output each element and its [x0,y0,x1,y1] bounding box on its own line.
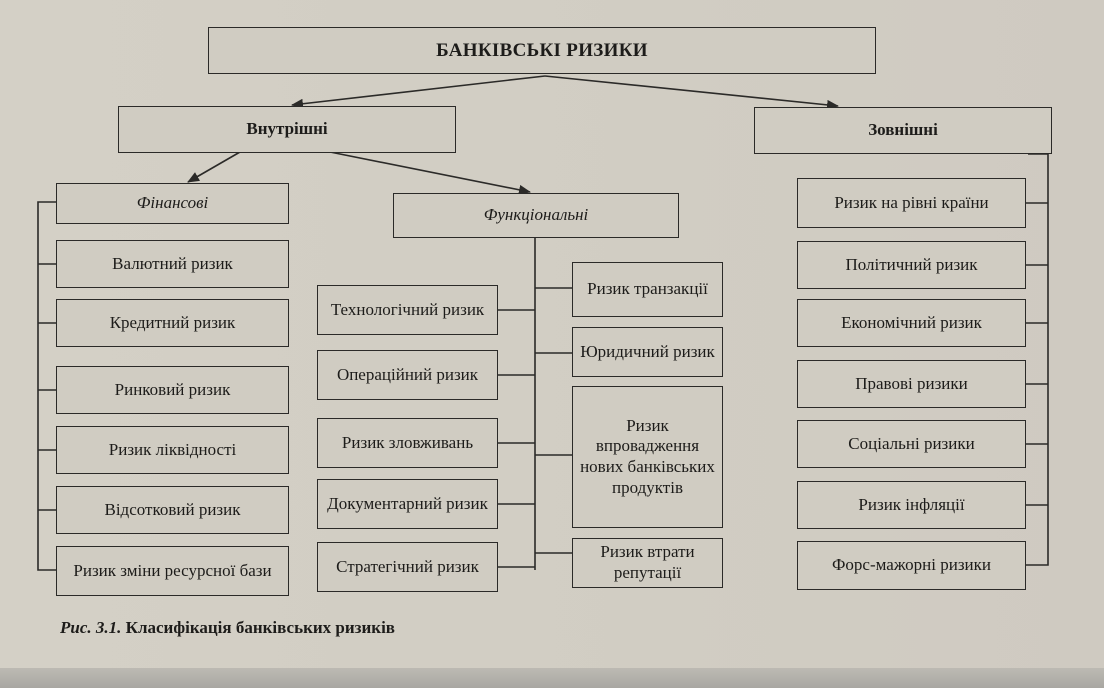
figure-number: Рис. 3.1. [60,618,122,637]
financial-item-1: Валютний ризик [56,240,289,288]
page-edge [0,668,1104,688]
arrow-root-internal [291,75,546,109]
functional-right-item-2: Юридичний ризик [572,327,723,377]
root-node: БАНКІВСЬКІ РИЗИКИ [208,27,876,74]
functional-left-item-2: Операційний ризик [317,350,498,400]
internal-node: Внутрішні [118,106,456,153]
functional-right-item-1: Ризик транзакції [572,262,723,317]
figure-title: Класифікація банківських ризиків [125,618,395,637]
external-item-2: Політичний ризик [797,241,1026,289]
functional-left-item-5: Стратегічний ризик [317,542,498,592]
external-item-4: Правові ризики [797,360,1026,408]
functional-left-item-4: Документарний ризик [317,479,498,529]
arrow-internal-functional [329,151,531,195]
functional-right-item-4: Ризик втрати репутації [572,538,723,588]
financial-item-5: Відсотковий ризик [56,486,289,534]
external-node: Зовнішні [754,107,1052,154]
functional-node: Функціональні [393,193,679,238]
financial-item-4: Ризик ліквідності [56,426,289,474]
financial-bracket [37,201,56,571]
functional-left-item-3: Ризик зловживань [317,418,498,468]
functional-left-item-1: Технологічний ризик [317,285,498,335]
external-bracket [1026,153,1049,566]
arrow-internal-financial [187,151,241,183]
external-item-3: Економічний ризик [797,299,1026,347]
external-item-6: Ризик інфляції [797,481,1026,529]
functional-right-item-3: Ризик впровадження нових банківських про… [572,386,723,528]
external-item-1: Ризик на рівні країни [797,178,1026,228]
financial-item-3: Ринковий ризик [56,366,289,414]
figure-caption: Рис. 3.1. Класифікація банківських ризик… [60,618,395,638]
external-item-5: Соціальні ризики [797,420,1026,468]
external-item-7: Форс-мажорні ризики [797,541,1026,590]
financial-item-6: Ризик зміни ресурсної бази [56,546,289,596]
arrow-root-external [544,75,839,110]
financial-node: Фінансові [56,183,289,224]
financial-item-2: Кредитний ризик [56,299,289,347]
